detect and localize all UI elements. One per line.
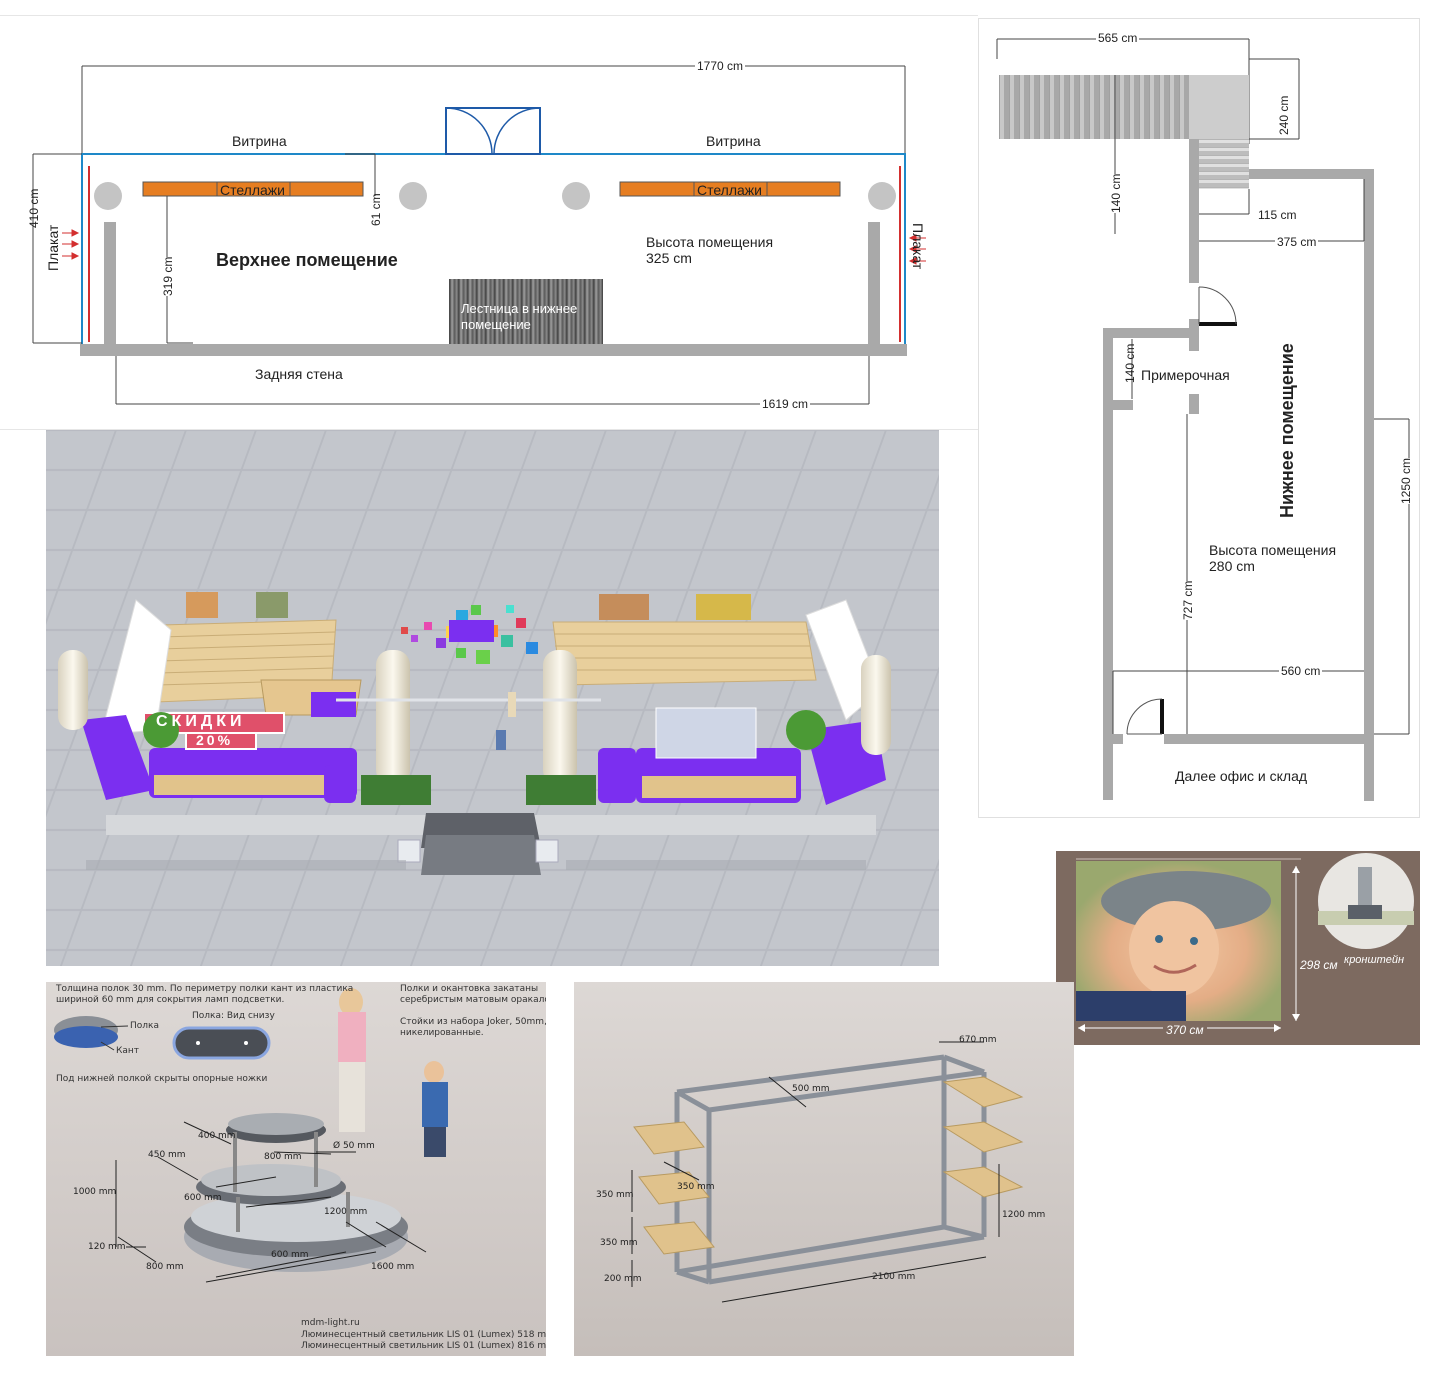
dim-400: 400 mm xyxy=(198,1131,236,1141)
sale-banner-line1: СКИДКИ xyxy=(156,713,246,730)
lower-room-title: Нижнее помещение xyxy=(1277,343,1297,518)
shelf-gap-label: 61 cm xyxy=(369,193,383,226)
dim-800-top: 800 mm xyxy=(264,1152,302,1162)
edge-label: Кант xyxy=(116,1046,140,1056)
dim-450: 450 mm xyxy=(148,1150,186,1160)
ceiling-height-value: 325 cm xyxy=(646,250,692,266)
top-width-label: 565 cm xyxy=(1096,31,1140,45)
table-note-1: Толщина полок 30 mm. По периметру полки … xyxy=(56,984,354,994)
lamp-note-1: Люминесцентный светильник LIS 01 (Lumex)… xyxy=(301,1330,546,1340)
room-depth-label: 319 cm xyxy=(161,256,175,296)
stairs-label: Лестница в нижнее помещение xyxy=(461,301,578,332)
rack-drawing xyxy=(574,982,1074,1356)
poster-label-left: Плакат xyxy=(45,224,61,271)
fitting-room-label: Примерочная xyxy=(1141,367,1230,383)
rack-dim-2100: 2100 mm xyxy=(872,1272,916,1282)
rack-dim-670: 670 mm xyxy=(959,1035,997,1045)
bottom-view-label: Полка: Вид снизу xyxy=(192,1011,275,1021)
room-width-top-label: 375 cm xyxy=(1275,235,1319,249)
next-area-label: Далее офис и склад xyxy=(1175,768,1308,784)
rack-dim-350-a: 350 mm xyxy=(677,1182,715,1192)
lamp-note-2: Люминесцентный светильник LIS 01 (Lumex)… xyxy=(301,1341,546,1351)
dim-600-low: 600 mm xyxy=(271,1250,309,1260)
render-drawing xyxy=(46,430,939,966)
upper-room-title: Верхнее помещение xyxy=(216,250,398,270)
table-note-6: никелированные. xyxy=(400,1028,484,1038)
back-wall-label: Задняя стена xyxy=(255,366,343,382)
table-note-3: Полки и окантовка закатаны xyxy=(400,984,539,994)
rack-dim-1200: 1200 mm xyxy=(1002,1210,1046,1220)
dim-1600: 1600 mm xyxy=(371,1262,415,1272)
lower-plan-drawing xyxy=(996,38,1410,801)
table-drawing xyxy=(46,982,546,1356)
rack-dim-350-c: 350 mm xyxy=(600,1238,638,1248)
fitting-height-label: 140 cm xyxy=(1123,343,1137,383)
stair-width-label: 115 cm xyxy=(1258,208,1297,222)
site-label: mdm-light.ru xyxy=(301,1318,360,1328)
poster-label-right: Плакат xyxy=(910,223,926,270)
dim-600-mid: 600 mm xyxy=(184,1193,222,1203)
upper-plan-drawing xyxy=(32,65,926,405)
bracket-label: кронштейн xyxy=(1344,954,1405,966)
dim-120: 120 mm xyxy=(88,1242,126,1252)
poster-spec-panel: 298 см 370 см кронштейн xyxy=(1056,851,1420,1045)
lower-floor-plan: 565 cm 240 cm 140 cm 115 cm 375 cm 140 c… xyxy=(978,18,1420,818)
lower-ceiling-height-label: Высота помещения xyxy=(1209,542,1337,558)
table-note-2: шириной 60 mm для сокрытия ламп подсветк… xyxy=(56,995,285,1005)
total-depth-label: 1250 cm xyxy=(1399,457,1413,504)
bottom-width-label: 560 cm xyxy=(1279,664,1323,678)
shelves-label-left: Стеллажи xyxy=(220,182,285,198)
legs-note: Под нижней полкой скрыты опорные ножки xyxy=(56,1074,268,1084)
shelf-label: Полка xyxy=(130,1021,159,1031)
rack-dim-200: 200 mm xyxy=(604,1274,642,1284)
rack-dim-350-b: 350 mm xyxy=(596,1190,634,1200)
dim-800-low: 800 mm xyxy=(146,1262,184,1272)
dim-50: Ø 50 mm xyxy=(333,1141,375,1151)
back-width-label: 1619 cm xyxy=(760,397,811,411)
window-label-right: Витрина xyxy=(706,133,761,149)
total-width-label: 1770 cm xyxy=(695,59,746,73)
stair-height-label: 240 cm xyxy=(1277,95,1291,135)
poster-width-label: 370 см xyxy=(1163,1023,1207,1037)
sale-banner-line2: 20% xyxy=(196,732,234,748)
upper-floor-plan: 1770 cm 410 cm Витрина Витрина Стеллажи … xyxy=(0,15,978,430)
rack-spec-panel: 670 mm 500 mm 350 mm 350 mm 350 mm 200 m… xyxy=(574,982,1074,1356)
table-spec-panel: Толщина полок 30 mm. По периметру полки … xyxy=(46,982,546,1356)
lower-ceiling-height-value: 280 cm xyxy=(1209,558,1255,574)
dim-1200: 1200 mm xyxy=(324,1207,368,1217)
poster-drawing xyxy=(1076,853,1414,1032)
rack-dim-500: 500 mm xyxy=(792,1084,830,1094)
inner-depth-label: 727 cm xyxy=(1181,580,1195,620)
table-note-4: серебристым матовым оракалом. xyxy=(400,995,546,1005)
dim-1000: 1000 mm xyxy=(73,1187,117,1197)
window-label-left: Витрина xyxy=(232,133,287,149)
store-render: СКИДКИ 20% xyxy=(46,430,939,966)
height-label: 410 cm xyxy=(27,188,41,228)
poster-height-label: 298 см xyxy=(1300,958,1338,972)
table-note-5: Стойки из набора Joker, 50mm, xyxy=(400,1017,546,1027)
ceiling-height-label: Высота помещения xyxy=(646,234,774,250)
stair-side-label: 140 cm xyxy=(1109,173,1123,213)
shelves-label-right: Стеллажи xyxy=(697,182,762,198)
